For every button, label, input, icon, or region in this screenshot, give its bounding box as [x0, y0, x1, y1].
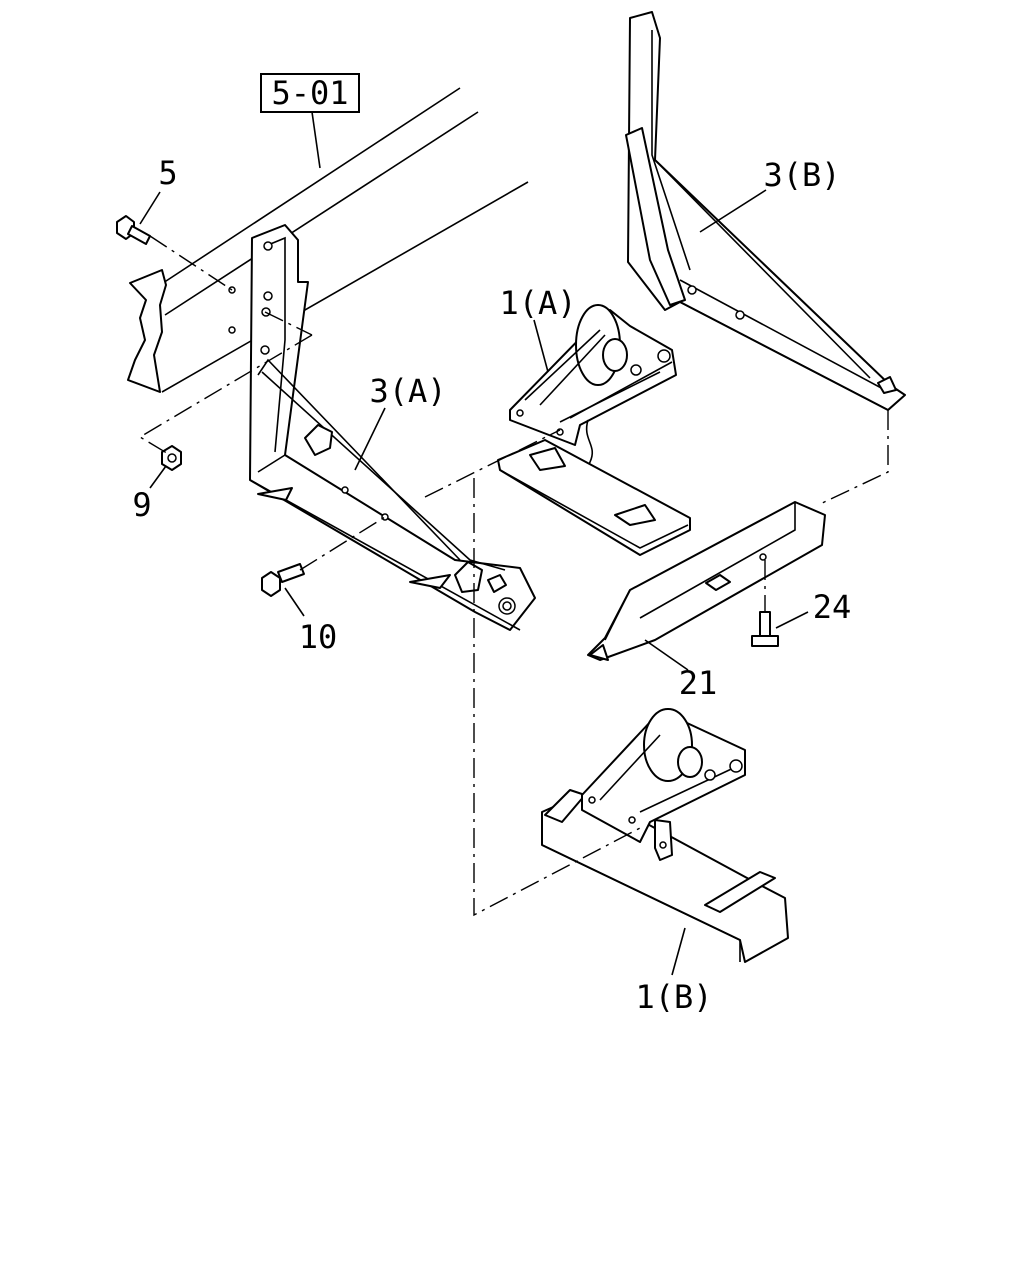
nut-9 — [161, 445, 182, 471]
leader-lines — [139, 189, 809, 976]
bracket-3b — [625, 11, 906, 411]
label-1b: 1(B) — [635, 978, 712, 1016]
label-1a: 1(A) — [499, 284, 576, 322]
label-10: 10 — [299, 618, 338, 656]
bolt-24 — [751, 611, 779, 647]
winch-1b — [541, 708, 789, 963]
label-3b: 3(B) — [763, 156, 840, 194]
reference-box-label: 5-01 — [271, 74, 348, 112]
label-9: 9 — [132, 486, 151, 524]
label-3a: 3(A) — [369, 372, 446, 410]
label-21: 21 — [679, 664, 718, 702]
bolt-5 — [116, 215, 151, 245]
rail-21 — [587, 501, 826, 661]
label-24: 24 — [813, 588, 852, 626]
reference-box: 5-01 — [260, 73, 360, 169]
label-5: 5 — [158, 154, 177, 192]
bracket-3a — [249, 224, 536, 631]
frame-rail — [127, 87, 529, 393]
winch-1a — [497, 304, 691, 556]
assembly-lines — [138, 235, 889, 917]
bolt-10 — [261, 563, 305, 597]
